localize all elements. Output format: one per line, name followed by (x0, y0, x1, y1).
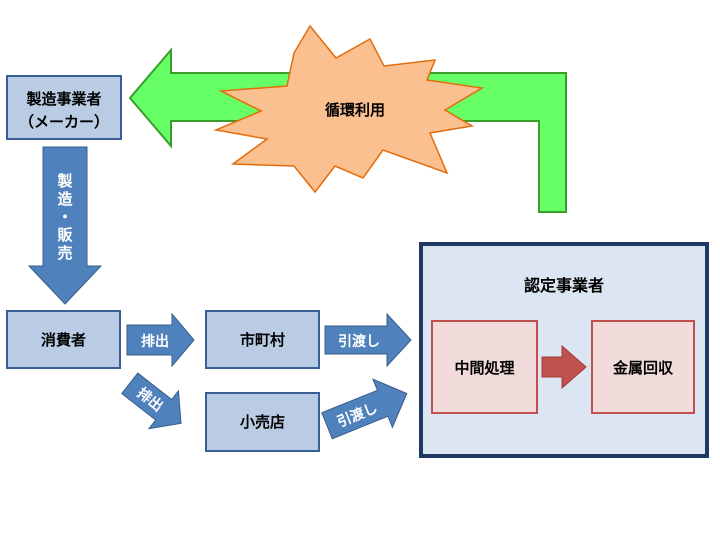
handover-arrow-municipality (324, 312, 412, 368)
recycling-label: 循環利用 (325, 101, 385, 119)
processing-flow-arrow (541, 344, 587, 390)
metal-recovery-box (591, 320, 695, 414)
manufacture-sale-char: ・ (57, 208, 72, 226)
recycling-burst-shape (213, 24, 485, 194)
manufacture-sale-arrow (27, 146, 103, 305)
manufacture-sale-char: 製 (56, 172, 72, 190)
discharge-arrow-retailer (121, 372, 182, 430)
handover-label-top: 引渡し (338, 333, 380, 350)
intermediate-processing-label: 中間処理 (454, 359, 514, 377)
retailer-label: 小売店 (240, 413, 285, 431)
manufacturer-label: 製造事業者 (25, 90, 101, 108)
metal-recovery-label: 金属回収 (612, 359, 674, 377)
discharge-label-top: 排出 (141, 333, 169, 350)
manufacture-sale-char: 売 (57, 244, 72, 262)
handover-arrow-retailer (321, 378, 408, 440)
municipality-box (205, 310, 320, 369)
consumer-label: 消費者 (41, 331, 86, 349)
consumer-box (6, 310, 121, 369)
municipality-label: 市町村 (240, 331, 285, 349)
manufacturer-box (6, 75, 122, 140)
retailer-box (205, 392, 320, 452)
intermediate-processing-box (431, 320, 538, 414)
manufacture-sale-char: 造 (57, 190, 72, 208)
manufacturer-sublabel: （メーカー） (19, 113, 109, 131)
certified-operator-title: 認定事業者 (524, 276, 604, 295)
manufacture-sale-char: 販 (57, 226, 73, 244)
discharge-arrow-municipality (126, 312, 195, 368)
